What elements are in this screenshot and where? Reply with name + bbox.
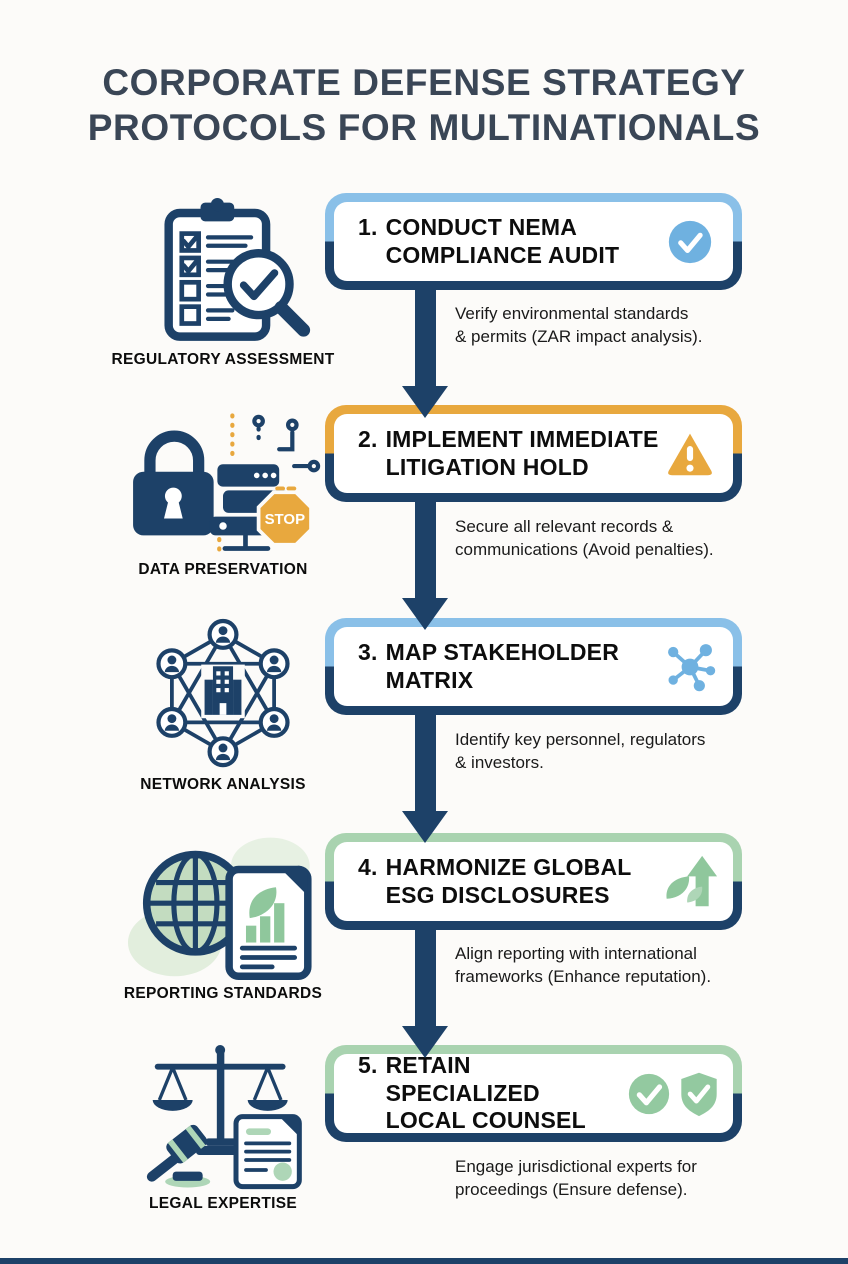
step-4-title-line: HARMONIZE GLOBAL xyxy=(385,853,632,880)
step-2-box: 2. IMPLEMENT IMMEDIATE LITIGATION HOLD xyxy=(325,405,742,502)
svg-text:STOP: STOP xyxy=(265,511,306,528)
step-3-title: 3. MAP STAKEHOLDER MATRIX xyxy=(358,639,659,694)
flow-arrow-3 xyxy=(402,711,448,843)
step-3-description: Identify key personnel, regulators & inv… xyxy=(455,729,757,775)
page-title-line-2: PROTOCOLS FOR MULTINATIONALS xyxy=(87,107,761,149)
description-line: & permits (ZAR impact analysis). xyxy=(455,326,703,346)
page-title: CORPORATE DEFENSE STRATEGY PROTOCOLS FOR… xyxy=(0,60,848,150)
step-3-title-line: MATRIX xyxy=(385,666,474,693)
flow-arrow-1 xyxy=(402,286,448,418)
step-2-title-line: LITIGATION HOLD xyxy=(385,453,589,480)
description-line: Engage jurisdictional experts for xyxy=(455,1157,697,1176)
step-5-title-line: RETAIN SPECIALIZED xyxy=(385,1052,540,1106)
network-molecule-icon xyxy=(659,639,721,695)
step-1-panel: 1. CONDUCT NEMA COMPLIANCE AUDIT xyxy=(334,202,733,281)
data-preservation-icon: STOP xyxy=(133,413,321,553)
side-icon-block-5: LEGAL EXPERTISE xyxy=(103,1040,343,1213)
description-line: communications (Avoid penalties). xyxy=(455,539,714,559)
step-2-description: Secure all relevant records & communicat… xyxy=(455,516,757,562)
side-icon-block-1: REGULATORY ASSESSMENT xyxy=(103,198,343,369)
legal-expertise-icon xyxy=(146,1045,302,1190)
step-4-title: 4. HARMONIZE GLOBAL ESG DISCLOSURES xyxy=(358,854,659,909)
step-1-title-line: CONDUCT NEMA xyxy=(385,213,578,240)
leaf-growth-arrow-icon xyxy=(659,854,721,910)
description-line: Secure all relevant records & xyxy=(455,517,674,536)
step-3-number: 3. xyxy=(358,638,378,665)
reporting-standards-icon xyxy=(127,837,312,980)
description-line: Identify key personnel, regulators xyxy=(455,730,706,749)
arrow-stem xyxy=(414,498,436,598)
side-icon-block-2: STOP DATA PRESERVATION xyxy=(103,408,343,579)
step-1-box: 1. CONDUCT NEMA COMPLIANCE AUDIT xyxy=(325,193,742,290)
step-2-title: 2. IMPLEMENT IMMEDIATE LITIGATION HOLD xyxy=(358,426,659,481)
step-2-title-line: IMPLEMENT IMMEDIATE xyxy=(385,425,659,452)
step-4-description: Align reporting with international frame… xyxy=(455,943,757,989)
flow-arrow-4 xyxy=(402,926,448,1058)
side-label-legal-expertise: LEGAL EXPERTISE xyxy=(148,1195,298,1212)
flow-arrow-2 xyxy=(402,498,448,630)
step-5-description: Engage jurisdictional experts for procee… xyxy=(455,1156,757,1202)
step-3-box: 3. MAP STAKEHOLDER MATRIX xyxy=(325,618,742,715)
shield-check-icon xyxy=(681,1072,717,1116)
step-4-number: 4. xyxy=(358,853,378,880)
network-analysis-icon xyxy=(123,616,323,771)
side-label-data-preservation: DATA PRESERVATION xyxy=(138,561,308,578)
arrow-stem xyxy=(414,711,436,811)
arrow-stem xyxy=(414,926,436,1026)
description-line: & investors. xyxy=(455,752,544,772)
step-1-title: 1. CONDUCT NEMA COMPLIANCE AUDIT xyxy=(358,214,659,269)
check-circle-icon xyxy=(659,220,721,264)
step-5-title: 5. RETAIN SPECIALIZED LOCAL COUNSEL xyxy=(358,1052,628,1135)
step-4-box: 4. HARMONIZE GLOBAL ESG DISCLOSURES xyxy=(325,833,742,930)
step-4-title-line: ESG DISCLOSURES xyxy=(385,881,610,908)
page-title-line-1: CORPORATE DEFENSE STRATEGY xyxy=(102,62,746,103)
arrow-head xyxy=(402,386,448,418)
side-label-regulatory-assessment: REGULATORY ASSESSMENT xyxy=(111,351,335,368)
check-circle-green-icon xyxy=(628,1073,670,1114)
arrow-head xyxy=(402,598,448,630)
step-1-title-line: COMPLIANCE AUDIT xyxy=(385,241,620,268)
step-2-panel: 2. IMPLEMENT IMMEDIATE LITIGATION HOLD xyxy=(334,414,733,493)
arrow-head xyxy=(402,811,448,843)
description-line: Align reporting with international xyxy=(455,944,697,963)
clipboard-audit-icon xyxy=(164,198,311,341)
description-line: Verify environmental standards xyxy=(455,304,689,323)
step-5-title-line: LOCAL COUNSEL xyxy=(385,1107,586,1134)
side-icon-block-3: NETWORK ANALYSIS xyxy=(103,616,343,794)
description-line: frameworks (Enhance reputation). xyxy=(455,966,712,986)
description-line: proceedings (Ensure defense). xyxy=(455,1179,688,1199)
verified-shield-icon xyxy=(628,1071,721,1117)
step-1-number: 1. xyxy=(358,213,378,240)
step-5-number: 5. xyxy=(358,1052,378,1079)
side-icon-block-4: REPORTING STANDARDS xyxy=(103,832,343,1003)
step-5-panel: 5. RETAIN SPECIALIZED LOCAL COUNSEL xyxy=(334,1052,733,1135)
warning-triangle-icon xyxy=(659,431,721,477)
side-label-reporting-standards: REPORTING STANDARDS xyxy=(123,985,323,1002)
arrow-stem xyxy=(414,286,436,386)
step-3-panel: 3. MAP STAKEHOLDER MATRIX xyxy=(334,627,733,706)
bottom-border-bar xyxy=(0,1258,848,1264)
step-3-title-line: MAP STAKEHOLDER xyxy=(385,638,620,665)
step-4-panel: 4. HARMONIZE GLOBAL ESG DISCLOSURES xyxy=(334,842,733,921)
side-label-network-analysis: NETWORK ANALYSIS xyxy=(140,776,306,793)
step-1-description: Verify environmental standards & permits… xyxy=(455,303,757,349)
arrow-head xyxy=(402,1026,448,1058)
step-2-number: 2. xyxy=(358,425,378,452)
step-5-box: 5. RETAIN SPECIALIZED LOCAL COUNSEL xyxy=(325,1045,742,1142)
